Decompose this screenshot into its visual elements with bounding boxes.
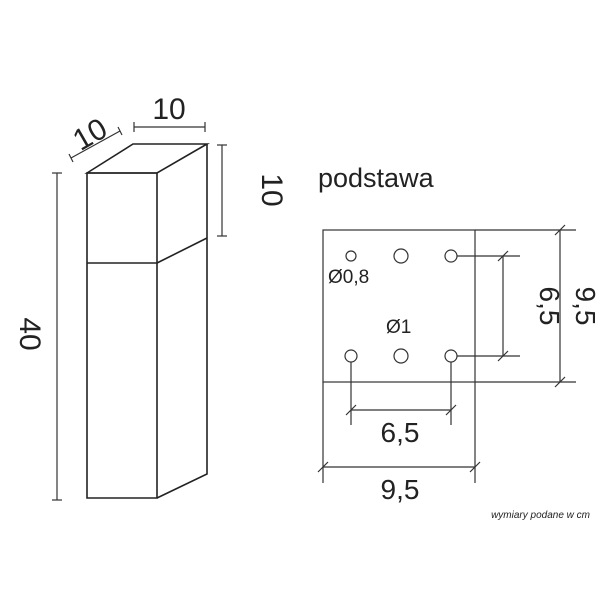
hole-large-icon xyxy=(393,348,409,364)
dimension-width: 10 xyxy=(133,93,206,132)
base-h-label: 9,5 xyxy=(381,474,420,505)
hole-large-label: Ø1 xyxy=(386,317,411,338)
units-footnote: wymiary podane w cm xyxy=(491,510,590,521)
hole-large-icon xyxy=(393,248,409,264)
dimension-total-height: 40 xyxy=(13,172,62,501)
dimension-hole-spacing-h: 6,5 xyxy=(345,362,457,448)
head-height-label: 10 xyxy=(255,173,288,206)
dimension-base-v: 9,5 xyxy=(554,224,600,388)
base-v-label: 9,5 xyxy=(570,287,600,326)
hole-small-icon xyxy=(444,349,458,363)
hole-small-label: Ø0,8 xyxy=(328,267,369,288)
hole-spacing-h-label: 6,5 xyxy=(381,417,420,448)
dimension-hole-spacing-v: 6,5 xyxy=(457,250,565,362)
hole-small-icon xyxy=(344,349,358,363)
width-label: 10 xyxy=(152,93,185,126)
total-height-label: 40 xyxy=(13,317,46,350)
dimension-depth: 10 xyxy=(68,112,123,163)
depth-label: 10 xyxy=(68,112,113,157)
base-title: podstawa xyxy=(318,163,435,193)
dimension-head-height: 10 xyxy=(217,144,288,237)
hole-small-icon xyxy=(444,249,458,263)
dimension-base-h: 9,5 xyxy=(317,461,481,505)
hole-small-icon xyxy=(345,250,357,262)
bollard-lamp-outline xyxy=(84,143,210,499)
